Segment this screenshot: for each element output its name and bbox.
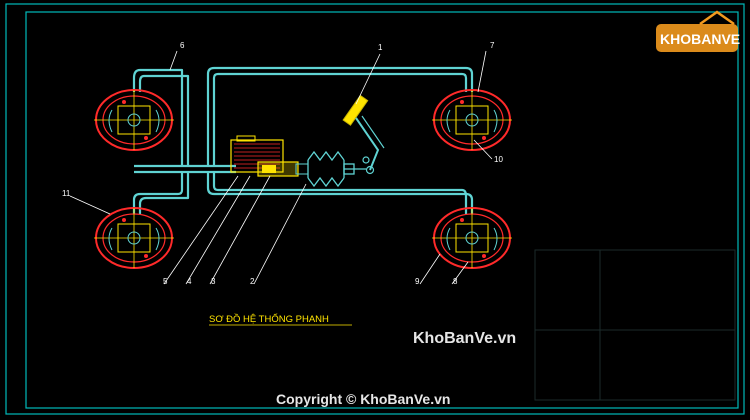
drawing-frame [5,3,745,415]
callout-labels: 1 2 3 4 5 6 7 8 9 10 11 [62,41,503,286]
diagram-title: SƠ ĐỒ HỆ THỐNG PHANH [209,313,329,325]
leader-lines [69,50,493,285]
logo-text: KHOBANVE [660,31,740,47]
master-cylinder [257,161,309,177]
callout-7: 7 [490,41,495,50]
copyright-text: Copyright © KhoBanVe.vn [276,391,450,407]
wheel-brake-front-right [432,89,512,151]
wheel-brake-front-left [94,89,174,151]
callout-10: 10 [494,155,503,164]
fluid-reservoir [230,135,284,173]
callout-3: 3 [211,277,216,286]
callout-8: 8 [453,277,458,286]
khobanve-logo: KHOBANVE [656,10,740,52]
callout-5: 5 [163,277,168,286]
callout-2: 2 [250,277,255,286]
callout-1: 1 [378,43,383,52]
hydraulic-pipes [132,66,474,214]
wheel-brake-rear-left [94,207,174,269]
watermark-site-text: KhoBanVe.vn [413,330,516,347]
callout-9: 9 [415,277,420,286]
callout-11: 11 [62,189,71,198]
callout-6: 6 [180,41,185,50]
brake-pedal [342,94,385,175]
callout-4: 4 [187,277,192,286]
brake-booster-bellows [307,150,366,188]
title-block-ghost [534,249,736,401]
wheel-brake-rear-right [432,207,512,269]
house-roof-icon [699,10,735,26]
